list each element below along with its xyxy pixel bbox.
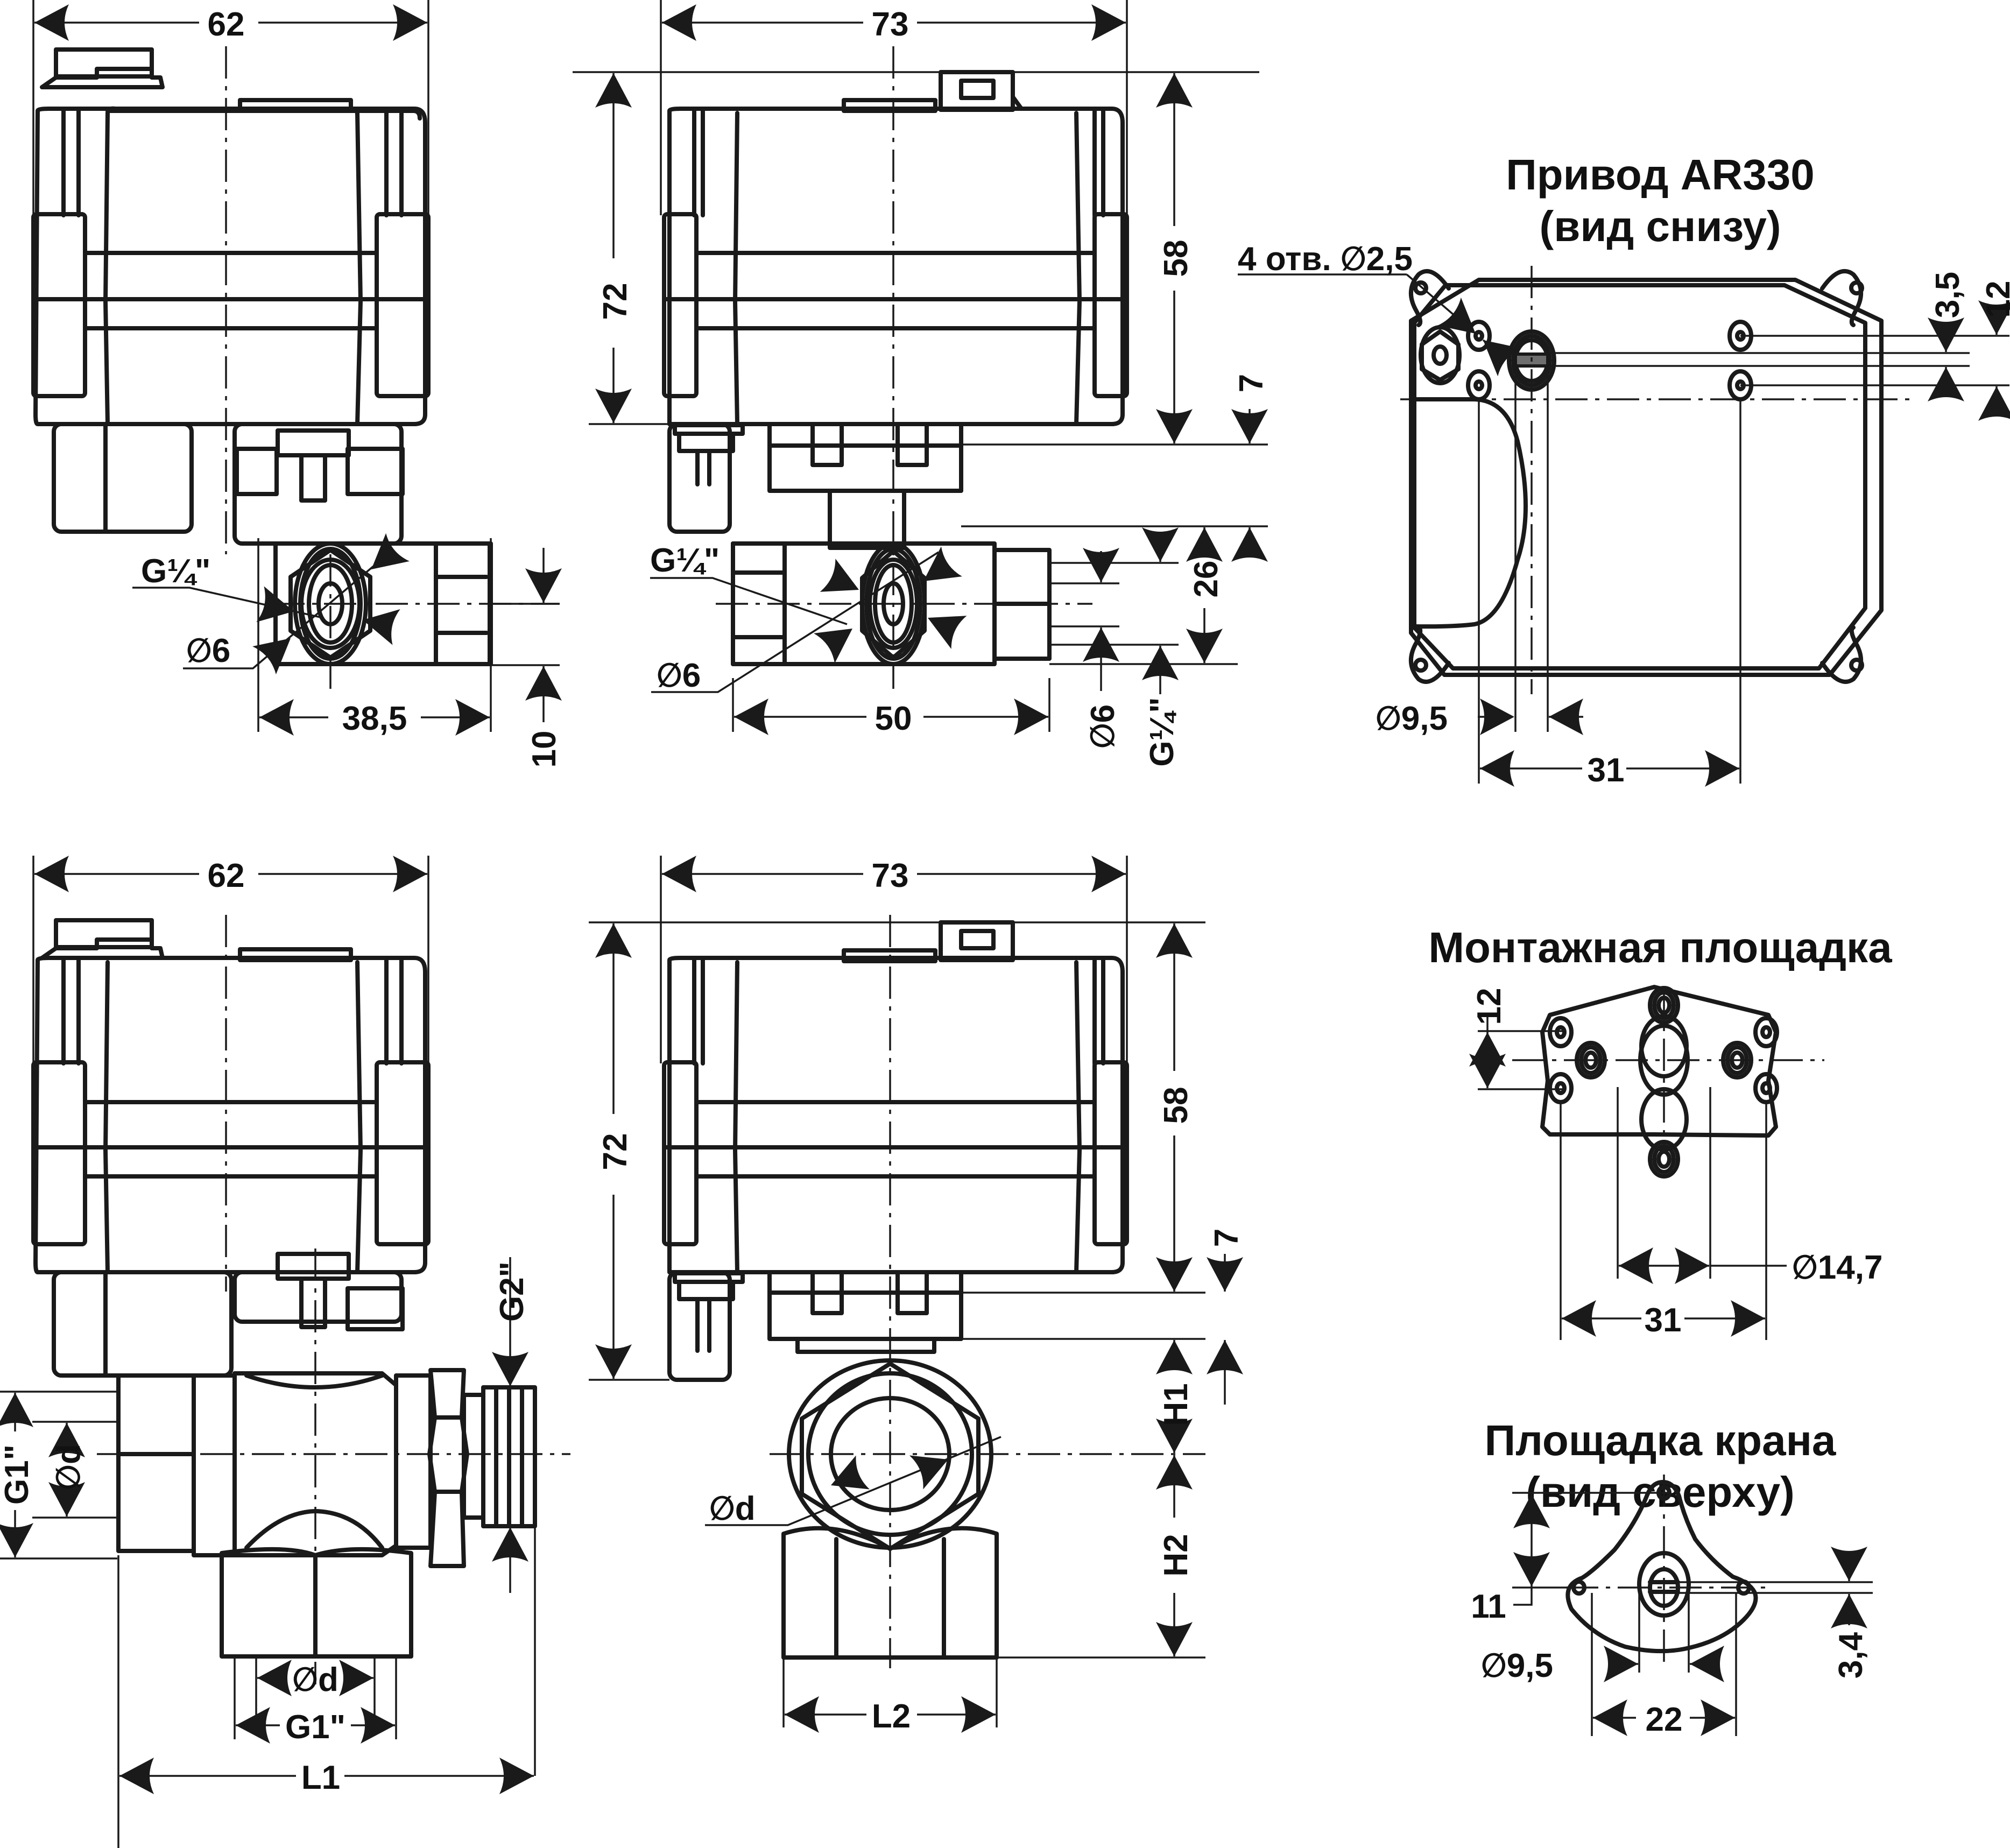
dim-width-62: 62 <box>208 6 245 43</box>
view-valve-pad: Площадка крана (вид сверху) 11 <box>1471 1416 1873 1738</box>
dim-side-bore-d6: ∅6 <box>1084 704 1122 749</box>
centerlines <box>97 915 570 1684</box>
label-inlet-bore-d: ∅d <box>50 1444 87 1490</box>
dim-actuator-58: 58 <box>1158 240 1195 277</box>
title-valve-pad: Площадка крана <box>1485 1416 1836 1464</box>
subtitle-actuator: (вид снизу) <box>1540 202 1781 250</box>
view-bottom-middle: 73 72 58 7 H1 <box>589 856 1245 1735</box>
dim-slot-3-4: 3,4 <box>1832 1632 1870 1678</box>
centerlines <box>225 46 560 689</box>
dim-spacing-12: 12 <box>1980 281 2010 318</box>
actuator-housing <box>31 47 431 546</box>
dim-adapter-7: 7 <box>1233 374 1270 392</box>
dim-length-l1: L1 <box>301 1759 340 1796</box>
label-bore-d: ∅d <box>709 1490 756 1527</box>
dim-adapter-7: 7 <box>1208 1229 1245 1247</box>
label-center-d14-7: ∅14,7 <box>1792 1249 1882 1286</box>
dimensions: 73 72 58 7 H1 <box>589 856 1245 1735</box>
dim-width-62: 62 <box>208 857 245 894</box>
view-actuator-bottom: Привод AR330 (вид снизу) <box>1238 151 2010 789</box>
label-holes-4x-d2-5: 4 отв. ∅2,5 <box>1238 241 1413 278</box>
dimensions: 62 G2" G1" ∅d ∅d <box>0 856 536 1848</box>
title-actuator: Привод AR330 <box>1506 151 1815 199</box>
label-bottom-bore-d: ∅d <box>292 1661 338 1698</box>
dim-width-73: 73 <box>872 6 909 43</box>
dim-height-72: 72 <box>597 1133 634 1170</box>
label-bottom-thread-g1: G1" <box>285 1709 345 1746</box>
dim-actuator-58: 58 <box>1158 1087 1195 1124</box>
dim-pad-v-11: 11 <box>1471 1588 1506 1625</box>
dim-body-height-26: 26 <box>1188 561 1225 598</box>
label-bore-d6: ∅6 <box>186 632 230 669</box>
dim-pad-spacing-22: 22 <box>1646 1701 1683 1738</box>
dim-body-width-50: 50 <box>875 700 912 737</box>
actuator-housing <box>662 920 1129 1382</box>
dim-height-72: 72 <box>597 283 634 320</box>
dim-h1: H1 <box>1158 1383 1195 1426</box>
dimensions: 11 3,4 ∅9,5 22 <box>1471 1492 1873 1738</box>
actuator-housing <box>31 918 431 1378</box>
plate-outline <box>1540 985 1779 1179</box>
label-thread-g1-4: G¼" <box>650 542 720 579</box>
view-mounting-plate: Монтажная площадка <box>1428 923 1892 1340</box>
view-top-left: 62 38,5 10 G¼" ∅6 <box>31 0 563 768</box>
dim-slot-3-5: 3,5 <box>1929 272 1966 318</box>
label-thread-g1-4: G¼" <box>141 553 210 590</box>
label-bore-d6: ∅6 <box>657 657 701 694</box>
view-bottom-left: 62 G2" G1" ∅d ∅d <box>0 856 570 1848</box>
label-inlet-g1: G1" <box>0 1444 36 1505</box>
centerlines <box>716 46 1092 689</box>
centerlines <box>1400 266 1917 694</box>
dim-plate-spacing-31: 31 <box>1645 1302 1682 1339</box>
valve-body <box>116 1368 537 1659</box>
dim-plate-v-12: 12 <box>1471 988 1508 1025</box>
label-outlet-g2: G2" <box>493 1261 531 1322</box>
dim-hole-spacing-31: 31 <box>1588 752 1625 789</box>
dim-side-thread-g1-4: G¼" <box>1144 697 1181 766</box>
actuator-base-plate <box>1408 269 1884 684</box>
dim-length-l2: L2 <box>872 1698 911 1735</box>
label-stem-d9-5: ∅9,5 <box>1481 1647 1553 1684</box>
title-mounting-plate: Монтажная площадка <box>1428 923 1892 971</box>
dim-offset-10: 10 <box>526 731 563 768</box>
dimensions: 62 38,5 10 G¼" ∅6 <box>32 0 563 768</box>
centerlines <box>1566 1475 1765 1663</box>
centerlines <box>1512 987 1824 1146</box>
actuator-housing <box>662 70 1129 550</box>
dim-body-width-38-5: 38,5 <box>342 700 407 737</box>
dim-width-73: 73 <box>872 857 909 894</box>
view-top-middle: 73 72 58 7 26 <box>573 0 1270 767</box>
dimensions: 73 72 58 7 26 <box>573 0 1270 767</box>
corner-lug <box>1408 269 1864 684</box>
dimensions: 4 отв. ∅2,5 3,5 12 <box>1238 241 2010 789</box>
dimensions: 12 ∅14,7 31 <box>1469 988 1882 1340</box>
centerlines <box>770 915 1205 1668</box>
dim-h2: H2 <box>1158 1534 1195 1576</box>
label-shaft-d9-5: ∅9,5 <box>1376 700 1448 737</box>
